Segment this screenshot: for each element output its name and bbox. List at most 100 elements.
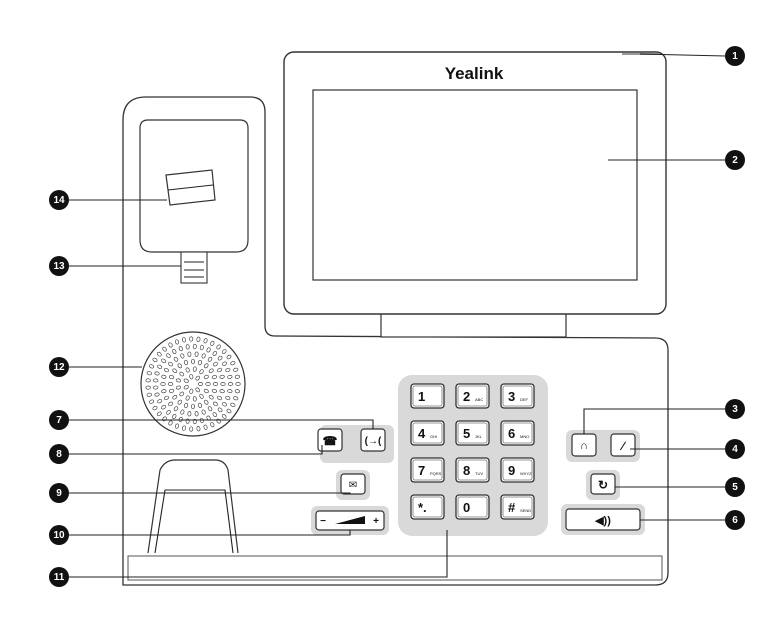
callout-marker: 8 (49, 444, 69, 464)
speaker-hole (219, 389, 225, 394)
key-digit: 9 (508, 463, 515, 478)
speakerphone-button[interactable]: ◀)) (565, 508, 641, 531)
callout-number: 5 (732, 482, 738, 493)
speaker-hole (217, 395, 223, 401)
speaker-hole (189, 374, 194, 380)
volume-key[interactable]: − + (315, 510, 385, 531)
speaker-hole (161, 404, 166, 410)
speaker-hole (189, 426, 194, 432)
key-digit: 4 (418, 426, 426, 441)
speaker-hole (203, 424, 208, 430)
speaker-hole (163, 395, 169, 401)
speaker-hole (156, 351, 162, 357)
transfer-icon: (→( (365, 436, 382, 447)
key-digit: 7 (418, 463, 425, 478)
speaker-hole (196, 426, 201, 432)
speaker-grille (140, 331, 246, 437)
speaker-hole (196, 336, 201, 342)
speaker-hole (168, 342, 173, 348)
speaker-hole (175, 378, 182, 383)
transfer-button[interactable]: (→( (360, 428, 386, 452)
speaker-hole (197, 360, 202, 366)
speaker-hole (145, 385, 151, 390)
volume-down[interactable]: − (320, 516, 326, 527)
speaker-hole (210, 422, 215, 428)
speaker-hole (187, 411, 192, 417)
mute-button[interactable]: ∕ (610, 433, 636, 457)
keypad-key[interactable]: 1 (410, 383, 445, 409)
speaker-hole (184, 360, 189, 366)
speaker-hole (179, 391, 185, 397)
speaker-hole (173, 356, 179, 362)
speaker-hole (172, 395, 178, 400)
callout-marker: 1 (725, 46, 745, 66)
speaker-hole (210, 340, 215, 346)
speaker-hole (177, 399, 182, 405)
speaker-hole (172, 368, 178, 373)
speaker-hole (212, 382, 219, 386)
speaker-hole (194, 411, 199, 417)
speaker-hole (189, 388, 194, 394)
headset-button[interactable]: ∩ (571, 433, 597, 457)
callout-number: 13 (53, 261, 65, 272)
keypad-key[interactable]: 0 (455, 494, 490, 520)
key-digit: 1 (418, 389, 425, 404)
speaker-hole (192, 366, 197, 372)
speaker-hole (191, 403, 195, 410)
speaker-hole (221, 349, 227, 354)
mute-icon: ∕ (619, 439, 627, 453)
speaker-hole (160, 382, 166, 386)
speaker-hole (233, 396, 239, 401)
speaker-hole (233, 367, 239, 372)
key-digit: 3 (508, 389, 515, 404)
speaker-hole (152, 357, 158, 363)
callout-marker: 9 (49, 483, 69, 503)
speaker-hole (226, 408, 232, 414)
speaker-hole (211, 375, 217, 380)
speaker-hole (183, 385, 189, 390)
keypad-key[interactable]: #SEND (500, 494, 535, 520)
speaker-hole (154, 392, 160, 397)
speaker-hole (161, 389, 167, 394)
callout-marker: 14 (49, 190, 69, 210)
speaker-hole (191, 358, 195, 365)
speaker-hole (166, 409, 171, 415)
message-button[interactable]: ✉ (340, 473, 366, 495)
speaker-hole (178, 345, 183, 352)
callout-number: 10 (53, 530, 65, 541)
speaker-hole (185, 367, 190, 373)
speaker-hole (180, 353, 185, 359)
key-digit: # (508, 500, 516, 515)
callout-number: 7 (56, 415, 62, 426)
speaker-hole (219, 374, 225, 379)
keypad-key[interactable]: *. (410, 494, 445, 520)
key-digit: 5 (463, 426, 470, 441)
redial-button[interactable]: ☎ (317, 428, 343, 452)
speaker-hole (234, 389, 241, 394)
speaker-hole (149, 364, 155, 369)
speaker-hole (222, 361, 228, 366)
speaker-hole (156, 411, 162, 417)
speaker-hole (225, 367, 231, 373)
speaker-hole (207, 356, 213, 362)
speaker-hole (197, 382, 204, 386)
speaker-hole (221, 414, 227, 419)
key-letters: TUV (475, 471, 483, 476)
volume-up[interactable]: + (373, 516, 379, 527)
speaker-hole (222, 402, 228, 407)
speaker-hole (235, 382, 241, 386)
brand-logo: Yealink (445, 64, 504, 83)
touch-screen[interactable] (312, 89, 638, 281)
hold-button[interactable]: ↻ (590, 473, 616, 495)
speaker-hole (213, 361, 218, 367)
speaker-hole (146, 371, 152, 376)
